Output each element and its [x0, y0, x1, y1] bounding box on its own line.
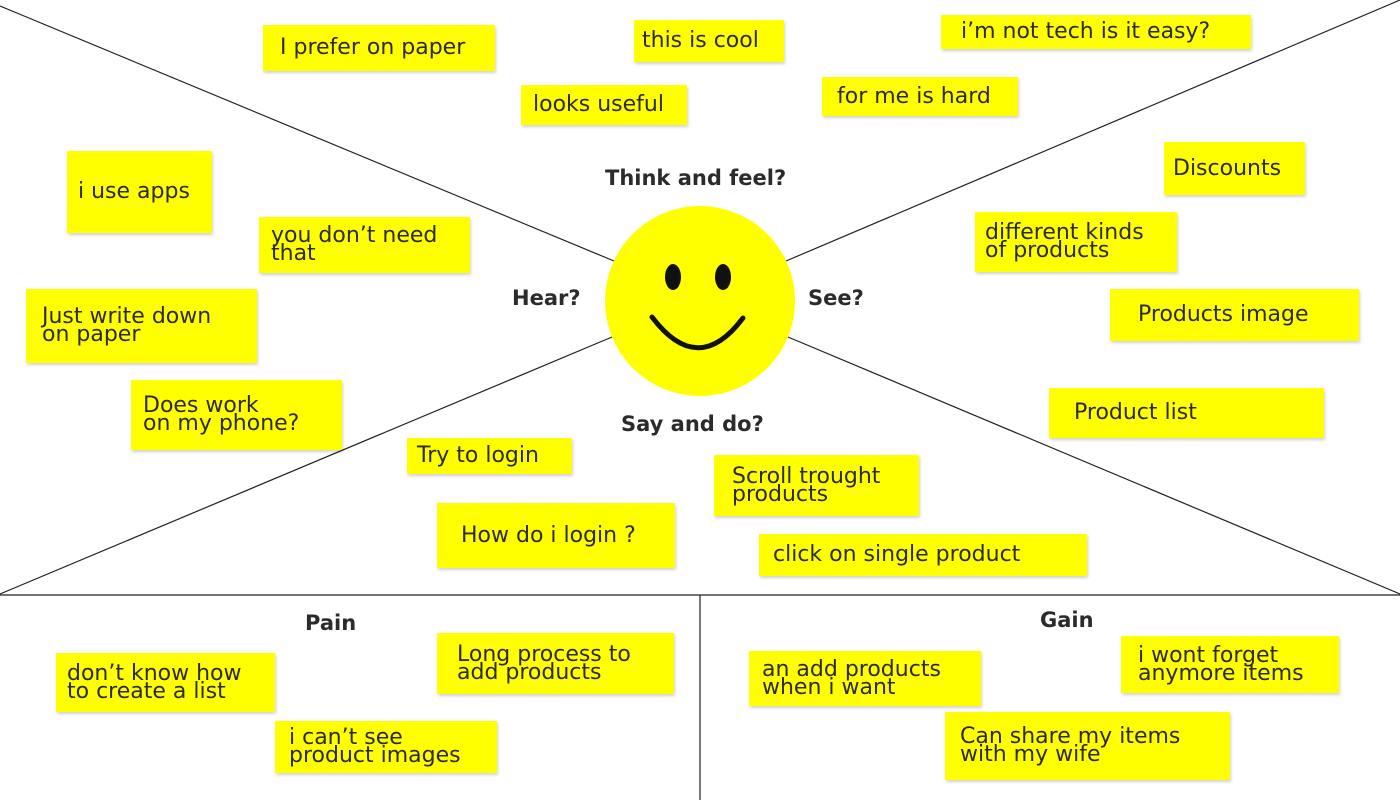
sticky-note[interactable]: i’m not tech is it easy?: [941, 15, 1251, 49]
sticky-note[interactable]: Scroll trought products: [714, 455, 919, 516]
sticky-note[interactable]: don’t know how to create a list: [56, 653, 275, 712]
divider-top-left: [0, 5, 615, 262]
smiley-face-icon: [605, 206, 795, 396]
sticky-note[interactable]: this is cool: [634, 20, 784, 62]
sticky-note[interactable]: i can’t see product images: [275, 721, 497, 773]
sticky-note[interactable]: Long process to add products: [437, 633, 674, 694]
see-label: See?: [808, 286, 864, 310]
sticky-note[interactable]: i wont forget anymore items: [1121, 636, 1339, 693]
sticky-note[interactable]: i use apps: [67, 151, 212, 233]
sticky-note[interactable]: Does work on my phone?: [131, 380, 342, 450]
divider-top-right: [785, 0, 1400, 262]
gain-heading: Gain: [1040, 608, 1094, 632]
sticky-note[interactable]: Can share my items with my wife: [945, 712, 1230, 780]
sticky-note[interactable]: you don’t need that: [259, 217, 470, 273]
sticky-note[interactable]: different kinds of products: [975, 212, 1177, 272]
sticky-note[interactable]: Product list: [1049, 388, 1324, 438]
pain-heading: Pain: [305, 611, 357, 635]
hear-label: Hear?: [512, 286, 581, 310]
sticky-note[interactable]: Products image: [1110, 289, 1359, 341]
sticky-note[interactable]: click on single product: [759, 534, 1087, 576]
sticky-note[interactable]: for me is hard: [822, 77, 1018, 116]
sticky-note[interactable]: I prefer on paper: [263, 25, 495, 71]
sticky-note[interactable]: Just write down on paper: [26, 289, 257, 363]
sticky-note[interactable]: an add products when i want: [749, 651, 981, 706]
say-do-label: Say and do?: [621, 412, 764, 436]
divider-bottom-left: [0, 336, 613, 595]
think-feel-label: Think and feel?: [605, 166, 787, 190]
sticky-note[interactable]: Discounts: [1164, 142, 1305, 195]
sticky-note[interactable]: How do i login ?: [437, 503, 675, 568]
sticky-note[interactable]: looks useful: [521, 85, 687, 125]
divider-bottom-right: [787, 336, 1400, 595]
sticky-note[interactable]: Try to login: [407, 438, 572, 474]
